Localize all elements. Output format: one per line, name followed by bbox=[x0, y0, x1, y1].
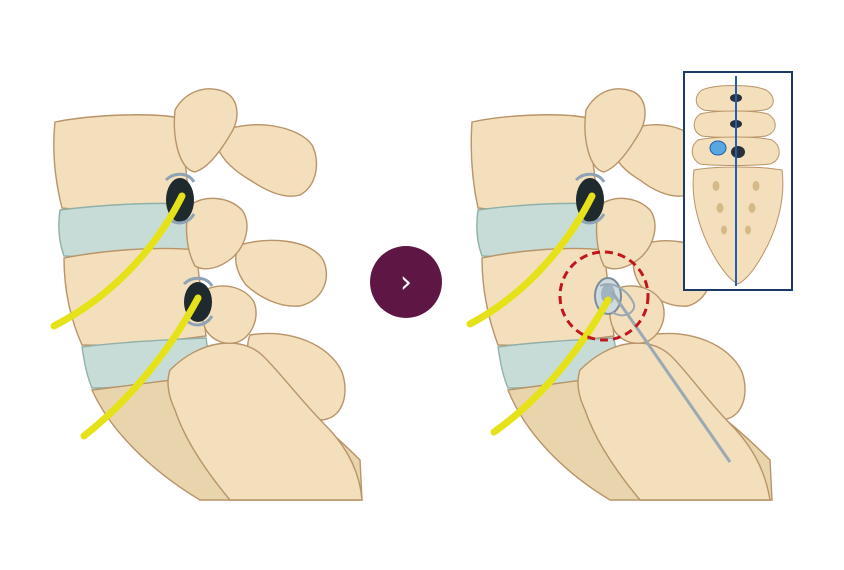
spine-before bbox=[50, 88, 363, 501]
chevron-right-icon: › bbox=[400, 265, 412, 300]
inset-panel bbox=[683, 71, 793, 291]
spinous-process-upper bbox=[217, 124, 318, 197]
inset-sacrum bbox=[692, 166, 784, 285]
nerve-root-upper bbox=[466, 192, 596, 328]
endoscope-instrument bbox=[610, 291, 732, 463]
nerve-root-lower bbox=[490, 296, 612, 436]
endoscope-instrument-tip bbox=[599, 283, 636, 317]
nerve-root-upper bbox=[50, 192, 186, 330]
inset-sacral-foramina bbox=[712, 181, 760, 235]
spine-after bbox=[466, 88, 773, 501]
inset-canal-opening bbox=[731, 146, 745, 158]
spinous-process-middle bbox=[235, 239, 327, 307]
nerve-root-lower bbox=[80, 294, 202, 440]
inset-access-point bbox=[709, 140, 727, 156]
arrow-button-circle[interactable] bbox=[370, 246, 442, 318]
facet-joint-middle bbox=[185, 197, 248, 270]
next-arrow-button[interactable]: › bbox=[370, 246, 442, 318]
facet-joint-upper bbox=[584, 88, 646, 173]
facet-joint-upper bbox=[173, 88, 238, 173]
highlight-circle bbox=[558, 250, 650, 342]
ilium bbox=[577, 342, 771, 501]
ilium bbox=[167, 342, 363, 501]
